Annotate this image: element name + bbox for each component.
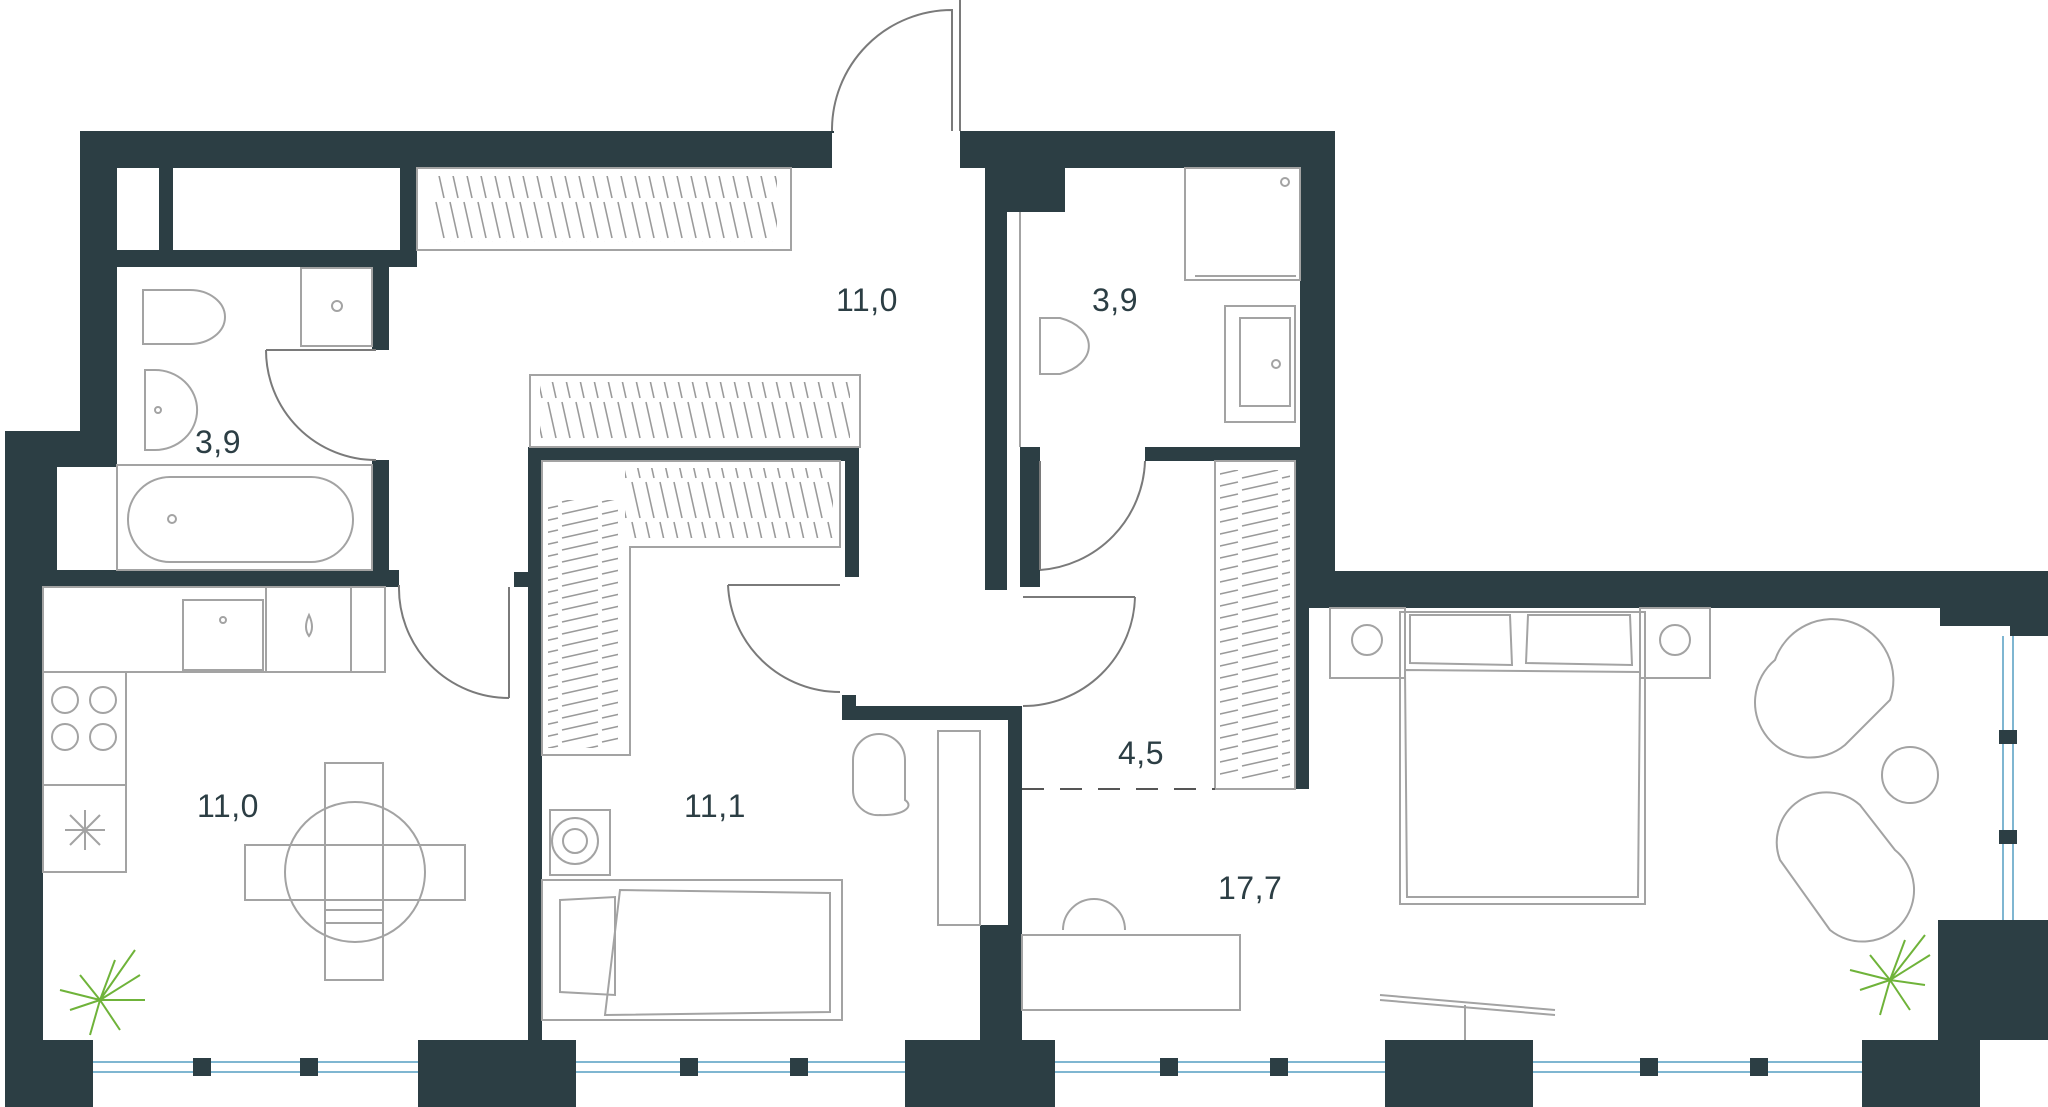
furniture [42, 167, 1939, 1040]
bathroom-right-area-label: 3,9 [1092, 282, 1138, 318]
bathroom-left-area-label: 3,9 [195, 424, 241, 460]
bedroom-small-area-label: 11,1 [684, 788, 746, 824]
kitchen-area-label: 11,0 [197, 788, 259, 824]
doors [265, 0, 1146, 707]
walls [5, 131, 2048, 1107]
windows [93, 636, 2017, 1076]
hall-area-label: 11,0 [836, 282, 898, 318]
plant-icon [59, 934, 1931, 1036]
wardrobe-area-label: 4,5 [1118, 735, 1164, 771]
bedroom-master-area-label: 17,7 [1218, 870, 1283, 906]
